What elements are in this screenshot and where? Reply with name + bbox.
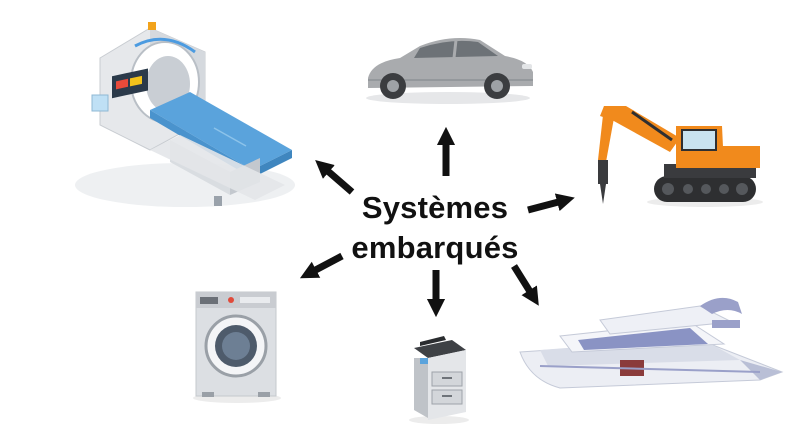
arrow-up-left-icon: [315, 160, 355, 195]
car-icon: [366, 38, 533, 104]
arrow-right-icon: [527, 193, 575, 214]
center-label-line1: Systèmes: [361, 190, 509, 225]
center-label: Systèmes embarqués: [330, 188, 540, 268]
excavator-icon: [598, 106, 763, 207]
washing-machine-icon: [193, 291, 281, 403]
yacht-icon: [519, 297, 784, 389]
arrow-down-right-icon: [511, 264, 539, 306]
printer-icon: [409, 336, 469, 424]
center-label-line2: embarqués: [351, 230, 519, 265]
arrow-down-left-icon: [299, 252, 344, 279]
arrows: [299, 126, 575, 318]
mri-scanner-icon: [75, 22, 295, 207]
